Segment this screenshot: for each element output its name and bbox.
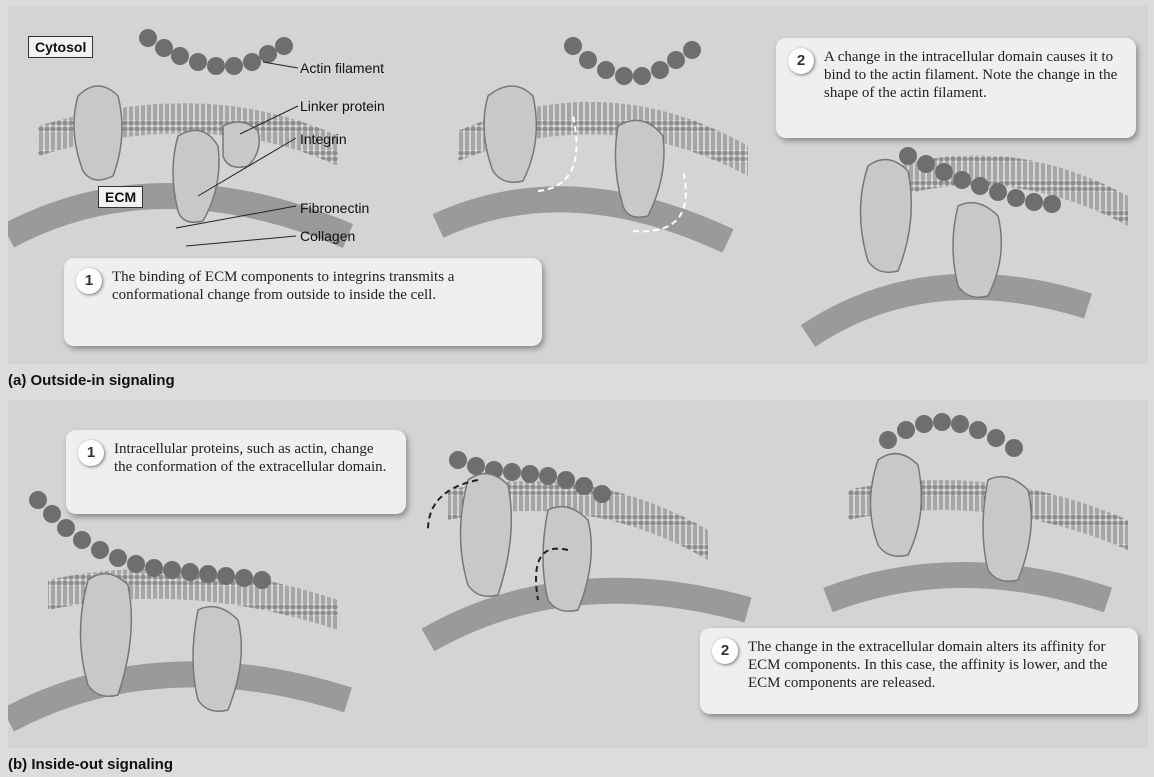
cytosol-label: Cytosol [28, 36, 93, 58]
caption-a: (a) Outside-in signaling [8, 372, 175, 389]
step-text: The binding of ECM components to integri… [112, 269, 454, 303]
integrin-label: Integrin [300, 131, 347, 147]
panel-inside-out: 1 Intracellular proteins, such as actin,… [8, 400, 1148, 748]
step-number: 1 [78, 440, 104, 466]
step-text: A change in the intracellular domain cau… [824, 49, 1117, 101]
actin-filament-stage2 [564, 37, 701, 85]
step-number: 2 [788, 48, 814, 74]
actin-filament-b-stage3 [879, 413, 1023, 457]
step2-box-b: 2 The change in the extracellular domain… [700, 628, 1138, 714]
integrin-b-stage3 [871, 454, 1032, 582]
step1-box-a: 1 The binding of ECM components to integ… [64, 258, 542, 346]
panel-outside-in: Cytosol ECM Actin filament Linker protei… [8, 6, 1148, 364]
step-number: 1 [76, 268, 102, 294]
step-text: Intracellular proteins, such as actin, c… [114, 441, 386, 475]
actin-filament-label: Actin filament [300, 60, 384, 76]
step-text: The change in the extracellular domain a… [748, 639, 1107, 691]
collagen-label: Collagen [300, 228, 355, 244]
ecm-label: ECM [98, 186, 143, 208]
step-number: 2 [712, 638, 738, 664]
caption-b: (b) Inside-out signaling [8, 756, 173, 773]
membrane-b-stage1 [8, 569, 348, 720]
step2-box-a: 2 A change in the intracellular domain c… [776, 38, 1136, 138]
linker-protein-label: Linker protein [300, 98, 385, 114]
fibronectin-label: Fibronectin [300, 200, 369, 216]
actin-filament-stage1 [139, 29, 293, 75]
step1-box-b: 1 Intracellular proteins, such as actin,… [66, 430, 406, 514]
